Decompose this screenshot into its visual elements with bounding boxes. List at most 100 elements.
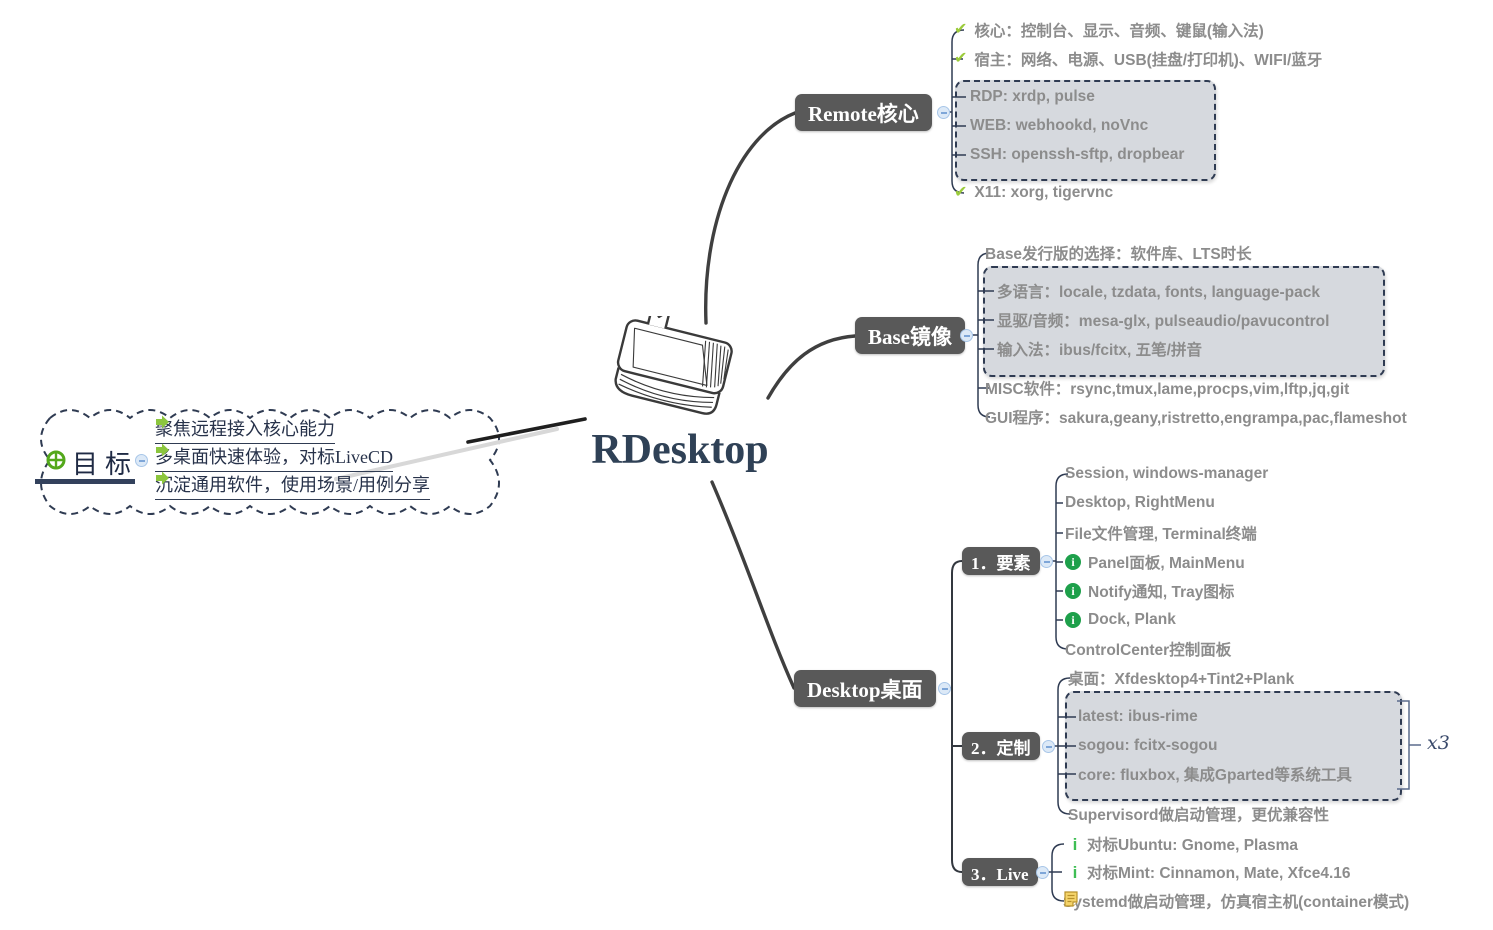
desktop-sections-lines — [944, 560, 963, 873]
topic-panel-mainmenu[interactable]: i Panel面板, MainMenu — [1065, 552, 1245, 572]
goal-item[interactable]: 沉淀通用软件，使用场景/用例分享 — [155, 471, 430, 500]
elements-children-lines — [1046, 473, 1069, 650]
branch-remote — [703, 111, 797, 325]
topic-ssh[interactable]: SSH: openssh-sftp, dropbear — [970, 145, 1184, 165]
topic-label: latest: ibus-rime — [1078, 708, 1198, 725]
topic-label: 宿主：网络、电源、USB(挂盘/打印机)、WIFI/蓝牙 — [974, 52, 1323, 69]
topic-variant-latest[interactable]: latest: ibus-rime — [1078, 707, 1198, 727]
target-icon — [46, 450, 66, 470]
topic-web[interactable]: WEB: webhookd, noVnc — [970, 116, 1148, 136]
custom-variants-group-box — [1065, 691, 1402, 801]
topic-label: GUI程序：sakura,geany,ristretto,engrampa,pa… — [985, 410, 1407, 427]
topic-desktop[interactable]: Desktop桌面 — [794, 670, 936, 707]
topic-vs-mint[interactable]: i 对标Mint: Cinnamon, Mate, Xfce4.16 — [1070, 862, 1351, 883]
relation-line-black — [466, 417, 587, 444]
collapse-button-remote[interactable] — [937, 106, 950, 119]
topic-label: ControlCenter控制面板 — [1065, 642, 1232, 659]
topic-custom-desktop[interactable]: 桌面：Xfdesktop4+Tint2+Plank — [1068, 668, 1294, 688]
topic-locale[interactable]: 多语言：locale, tzdata, fonts, language-pack — [997, 281, 1320, 301]
topic-label: sogou: fcitx-sogou — [1078, 737, 1218, 754]
topic-label: 对标Mint: Cinnamon, Mate, Xfce4.16 — [1087, 865, 1351, 882]
collapse-button-desktop[interactable] — [938, 682, 951, 695]
topic-input-method[interactable]: 输入法：ibus/fcitx, 五笔/拼音 — [997, 339, 1202, 359]
topic-label: Desktop, RightMenu — [1065, 494, 1215, 511]
goal-item-label: 多桌面快速体验，对标LiveCD — [155, 447, 393, 467]
topic-desktop-rightmenu[interactable]: Desktop, RightMenu — [1065, 493, 1215, 513]
check-icon: ✔ — [954, 50, 968, 67]
topic-remote-core[interactable]: ✔ 核心：控制台、显示、音频、键鼠(输入法) — [954, 20, 1264, 41]
multiplier-label: x3 — [1427, 732, 1450, 754]
topic-session[interactable]: Session, windows-manager — [1065, 464, 1268, 484]
arrow-icon — [156, 443, 169, 457]
topic-notify-tray[interactable]: i Notify通知, Tray图标 — [1065, 581, 1234, 601]
collapse-button-elements[interactable] — [1040, 555, 1053, 568]
book-icon — [614, 316, 733, 415]
collapse-button-base[interactable] — [960, 329, 973, 342]
central-topic[interactable]: RDesktop — [591, 427, 769, 473]
topic-x11[interactable]: ✔ X11: xorg, tigervnc — [954, 183, 1113, 203]
topic-gui-apps[interactable]: GUI程序：sakura,geany,ristretto,engrampa,pa… — [985, 407, 1407, 427]
goal-item[interactable]: 多桌面快速体验，对标LiveCD — [155, 443, 393, 472]
topic-label: RDP: xrdp, pulse — [970, 88, 1095, 105]
collapse-button-goal[interactable] — [135, 454, 148, 467]
note-icon[interactable] — [1063, 891, 1079, 907]
remote-protocols-group-box — [955, 80, 1216, 181]
topic-base[interactable]: Base镜像 — [855, 317, 965, 354]
topic-label: Dock, Plank — [1088, 611, 1176, 628]
topic-elements[interactable]: 1．要素 — [962, 547, 1040, 575]
relation-line-gray — [334, 427, 559, 481]
info-icon: i — [1065, 583, 1081, 599]
check-icon: ✔ — [954, 184, 968, 201]
arrow-icon — [156, 471, 169, 485]
topic-custom[interactable]: 2．定制 — [962, 732, 1040, 760]
topic-label: core: fluxbox, 集成Gparted等系统工具 — [1078, 767, 1352, 784]
flag-icon: i — [1072, 834, 1078, 854]
custom-children-lines — [1048, 677, 1076, 815]
arrow-icon — [156, 415, 169, 429]
topic-label: 对标Ubuntu: Gnome, Plasma — [1087, 837, 1298, 854]
topic-label: 显驱/音频：mesa-glx, pulseaudio/pavucontrol — [997, 313, 1330, 330]
topic-label: X11: xorg, tigervnc — [974, 184, 1114, 201]
topic-variant-core[interactable]: core: fluxbox, 集成Gparted等系统工具 — [1078, 764, 1352, 784]
topic-label: WEB: webhookd, noVnc — [970, 117, 1149, 134]
topic-label: 核心：控制台、显示、音频、键鼠(输入法) — [974, 23, 1264, 40]
branch-desktop — [710, 480, 796, 690]
topic-misc-software[interactable]: MISC软件：rsync,tmux,lame,procps,vim,lftp,j… — [985, 378, 1349, 398]
topic-vs-ubuntu[interactable]: i 对标Ubuntu: Gnome, Plasma — [1070, 834, 1298, 855]
info-icon: i — [1065, 612, 1081, 628]
goal-topic[interactable]: 目标 — [72, 450, 139, 479]
goal-item-label: 聚焦远程接入核心能力 — [155, 419, 335, 439]
topic-supervisord[interactable]: Supervisord做启动管理，更优兼容性 — [1068, 804, 1329, 824]
flag-icon: i — [1072, 862, 1078, 882]
topic-label: File文件管理, Terminal终端 — [1065, 526, 1257, 543]
topic-label: Notify通知, Tray图标 — [1088, 584, 1235, 601]
topic-rdp[interactable]: RDP: xrdp, pulse — [970, 87, 1095, 107]
branch-base — [766, 334, 857, 400]
topic-label: 桌面：Xfdesktop4+Tint2+Plank — [1068, 671, 1295, 688]
topic-label: Supervisord做启动管理，更优兼容性 — [1068, 807, 1329, 824]
topic-base-distro[interactable]: Base发行版的选择：软件库、LTS时长 — [985, 243, 1252, 263]
goal-item-label: 沉淀通用软件，使用场景/用例分享 — [155, 475, 430, 495]
topic-live[interactable]: 3．Live — [962, 858, 1038, 886]
topic-dock-plank[interactable]: i Dock, Plank — [1065, 610, 1176, 630]
x3-bracket — [1397, 700, 1421, 790]
topic-label: 输入法：ibus/fcitx, 五笔/拼音 — [997, 342, 1202, 359]
topic-label: Systemd做启动管理，仿真宿主机(container模式) — [1063, 894, 1410, 911]
collapse-button-live[interactable] — [1036, 866, 1049, 879]
topic-controlcenter[interactable]: ControlCenter控制面板 — [1065, 639, 1231, 659]
base-locale-group-box — [983, 266, 1385, 377]
topic-label: SSH: openssh-sftp, dropbear — [970, 146, 1185, 163]
topic-remote[interactable]: Remote核心 — [795, 94, 932, 131]
goal-item[interactable]: 聚焦远程接入核心能力 — [155, 415, 335, 444]
topic-file-terminal[interactable]: File文件管理, Terminal终端 — [1065, 523, 1257, 543]
topic-label: Panel面板, MainMenu — [1088, 555, 1245, 572]
topic-graphics-audio[interactable]: 显驱/音频：mesa-glx, pulseaudio/pavucontrol — [997, 310, 1329, 330]
topic-label: Base发行版的选择：软件库、LTS时长 — [985, 246, 1252, 263]
topic-systemd[interactable]: Systemd做启动管理，仿真宿主机(container模式) — [1063, 891, 1409, 911]
topic-remote-host[interactable]: ✔ 宿主：网络、电源、USB(挂盘/打印机)、WIFI/蓝牙 — [954, 49, 1323, 70]
collapse-button-custom[interactable] — [1042, 740, 1055, 753]
topic-label: 多语言：locale, tzdata, fonts, language-pack — [997, 284, 1320, 301]
topic-variant-sogou[interactable]: sogou: fcitx-sogou — [1078, 736, 1218, 756]
